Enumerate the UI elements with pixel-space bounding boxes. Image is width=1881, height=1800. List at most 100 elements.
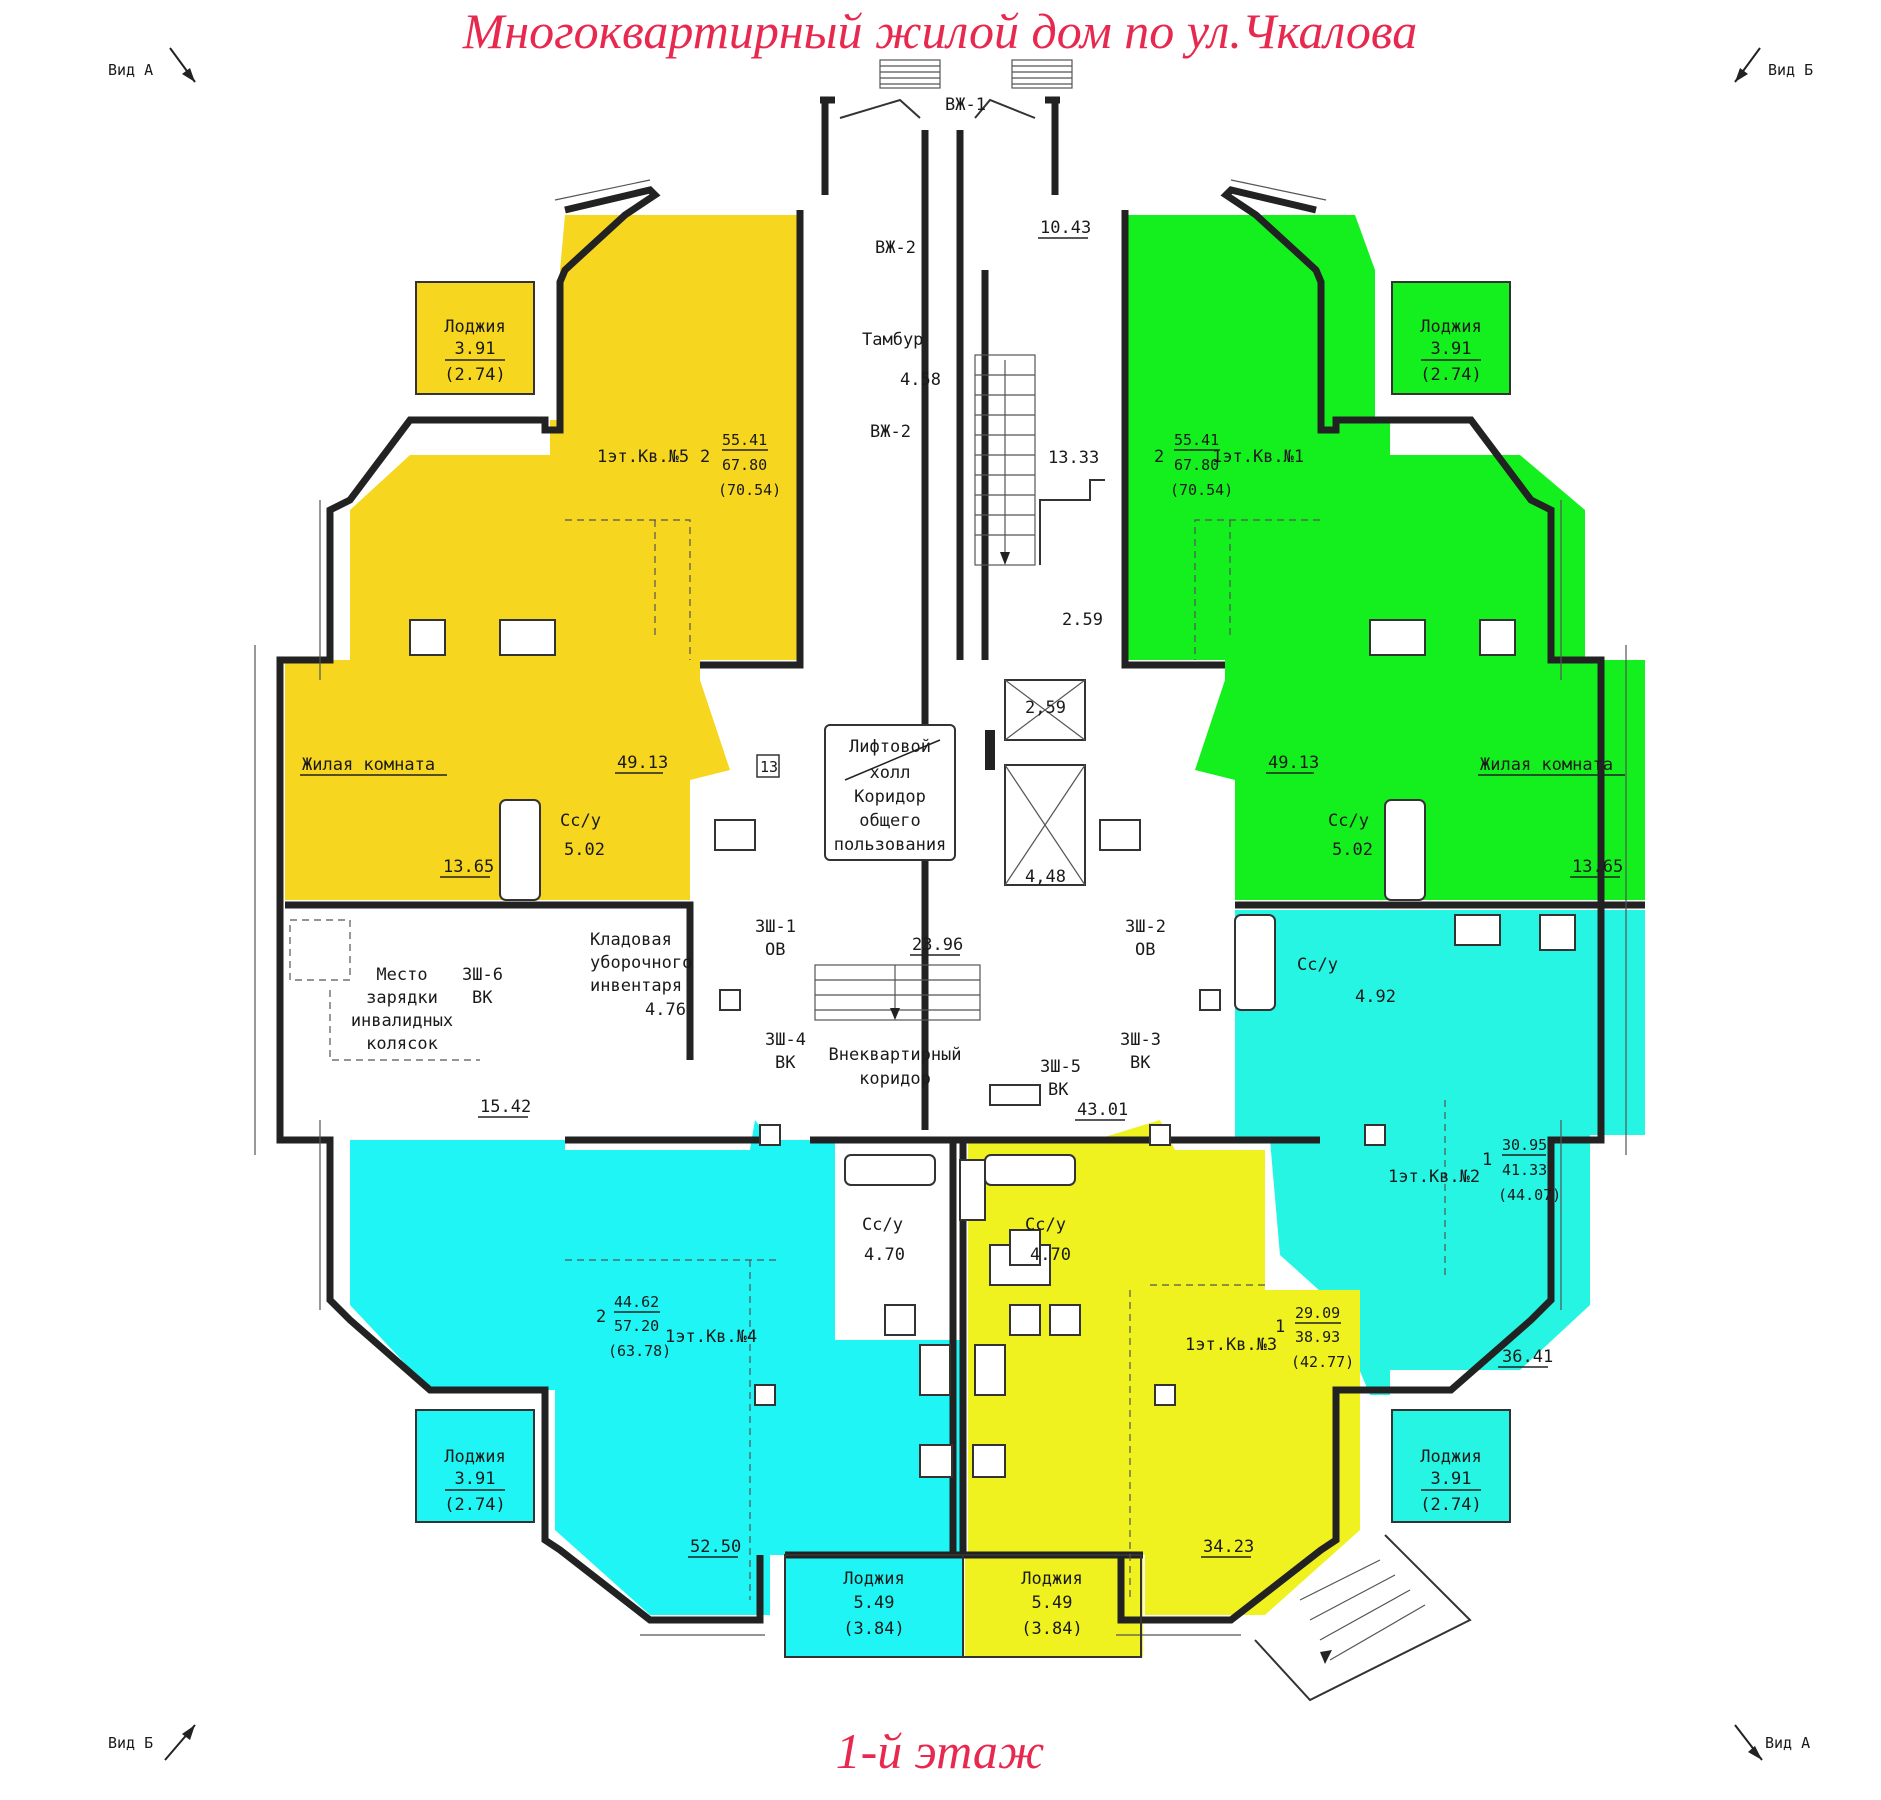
storage-line1: Кладовая: [590, 930, 672, 950]
apartment-4-bottom-loggia: [785, 1555, 963, 1657]
apt4-living: 44.62: [614, 1293, 659, 1311]
apt3-loggia-label: Лоджия: [1021, 1569, 1082, 1589]
shaft-zsh4: ЗШ-4: [765, 1030, 806, 1050]
apt1-total-loggia: (70.54): [1170, 481, 1233, 499]
apt1-bath-label: Сс/у: [1328, 811, 1369, 831]
corridor-line2: коридор: [859, 1069, 931, 1089]
shaft-zsh3-sub: ВК: [1130, 1053, 1151, 1073]
shaft-zsh2: ЗШ-2: [1125, 917, 1166, 937]
apt2-total-loggia: (44.07): [1498, 1186, 1561, 1204]
apt1-room-area: 49.13: [1268, 753, 1319, 773]
apt2-name: 1эт.Кв.№2: [1388, 1167, 1480, 1187]
view-marker-top-right: Вид Б: [1734, 47, 1813, 83]
apt5-loggia-area: 3.91: [455, 339, 496, 359]
wheelchair-line2: зарядки: [366, 988, 438, 1008]
apt1-room-area-2: 13.65: [1572, 857, 1623, 877]
apt2-loggia-area: 3.91: [1431, 1469, 1472, 1489]
apt5-room-label: Жилая комната: [302, 755, 435, 775]
apt4-side-loggia-reduced: (2.74): [444, 1495, 505, 1515]
apt5-loggia-reduced: (2.74): [444, 365, 505, 385]
apt1-loggia-label: Лоджия: [1420, 317, 1481, 337]
hall-label-line1: Лифтовой: [849, 737, 931, 757]
apt1-loggia-area: 3.91: [1431, 339, 1472, 359]
wheelchair-line1: Место: [376, 965, 427, 985]
apt4-rooms: 2: [596, 1307, 606, 1327]
view-marker-bottom-left: Вид Б: [108, 1724, 196, 1761]
stair-area: 13.33: [1048, 448, 1099, 468]
exterior-stair: [1254, 1534, 1472, 1702]
apt5-rooms: 2: [700, 447, 710, 467]
apt4-bottom-loggia-area: 5.49: [854, 1593, 895, 1613]
hall-label-line2: холл: [870, 763, 911, 783]
hall-label-line3: Коридор: [854, 787, 926, 807]
shaft-zsh1-sub: ОВ: [765, 940, 785, 960]
apt1-room-label: Жилая комната: [1480, 755, 1613, 775]
entrance-porch: [839, 59, 1073, 119]
lift-shafts: [985, 679, 1086, 886]
apt5-bath-area: 5.02: [564, 840, 605, 860]
apt4-bottom-loggia-reduced: (3.84): [843, 1619, 904, 1639]
svg-text:Вид А: Вид А: [108, 61, 153, 79]
apt2-loggia-reduced: (2.74): [1420, 1495, 1481, 1515]
apartment-1-area: [1125, 215, 1645, 900]
stair-small-area: 2.59: [1062, 610, 1103, 630]
door-label-vzh2-bottom: ВЖ-2: [870, 422, 911, 442]
lift-shaft-b-area: 4,48: [1025, 867, 1066, 887]
hall-label-line5: пользования: [834, 835, 947, 855]
porch-area: 10.43: [1040, 218, 1091, 238]
apt4-total: 57.20: [614, 1317, 659, 1335]
apt2-rooms: 1: [1482, 1150, 1492, 1170]
apt5-total-loggia: (70.54): [718, 481, 781, 499]
vestibule-area: 4.58: [900, 370, 941, 390]
apt5-total: 67.80: [722, 456, 767, 474]
lobby-area: 23.96: [912, 935, 963, 955]
lift-shaft-a-area: 2,59: [1025, 698, 1066, 718]
apt2-bath-area: 4.92: [1355, 987, 1396, 1007]
apt3-bath-label: Сс/у: [1025, 1215, 1066, 1235]
vestibule-label: Тамбур: [862, 330, 923, 350]
view-marker-bottom-right: Вид А: [1734, 1724, 1810, 1761]
apt5-loggia-label: Лоджия: [444, 317, 505, 337]
hall-tag: 13: [760, 758, 778, 776]
svg-text:Вид А: Вид А: [1765, 1734, 1810, 1752]
apt4-bath-label: Сс/у: [862, 1215, 903, 1235]
apt5-bath-label: Сс/у: [560, 811, 601, 831]
hall-label-line4: общего: [859, 811, 920, 831]
apt5-name: 1эт.Кв.№5: [597, 447, 689, 467]
apt2-living: 30.95: [1502, 1136, 1547, 1154]
apt4-bottom-loggia-label: Лоджия: [843, 1569, 904, 1589]
apt3-living: 29.09: [1295, 1304, 1340, 1322]
wheelchair-line4: колясок: [366, 1034, 438, 1054]
wheelchair-area: 15.42: [480, 1097, 531, 1117]
apt4-room-area: 52.50: [690, 1537, 741, 1557]
apartment-4-area: [350, 1120, 960, 1640]
dashed-guides: [289, 519, 1446, 1600]
apt1-name: 1эт.Кв.№1: [1212, 447, 1304, 467]
apartment-5-area: [285, 215, 800, 900]
door-label-vzh2-top: ВЖ-2: [875, 238, 916, 258]
outline-offset: [254, 179, 1627, 1636]
hall-label-box: [824, 724, 956, 861]
storage-area: 4.76: [645, 1000, 686, 1020]
shaft-zsh6-sub: ВК: [472, 988, 493, 1008]
shaft-zsh4-sub: ВК: [775, 1053, 796, 1073]
svg-text:Вид Б: Вид Б: [108, 1734, 153, 1752]
apartment-3-area: [968, 1120, 1360, 1640]
shaft-zsh3: ЗШ-3: [1120, 1030, 1161, 1050]
view-marker-top-left: Вид А: [108, 47, 196, 83]
apartment-2-area: [1235, 910, 1645, 1395]
bath-fixtures: [409, 619, 1576, 1478]
apt4-name: 1эт.Кв.№4: [665, 1327, 757, 1347]
apt1-living: 55.41: [1174, 431, 1219, 449]
apt4-bath-area: 4.70: [864, 1245, 905, 1265]
corridor-steps: [814, 964, 981, 1021]
apt1-rooms: 2: [1154, 447, 1164, 467]
apt4-side-loggia-area: 3.91: [455, 1469, 496, 1489]
apt5-room-area-2: 13.65: [443, 857, 494, 877]
apt2-room-area: 36.41: [1502, 1347, 1553, 1367]
apartment-3-loggia: [965, 1555, 1143, 1657]
apt1-loggia-reduced: (2.74): [1420, 365, 1481, 385]
apt3-total: 38.93: [1295, 1328, 1340, 1346]
shaft-zsh2-sub: ОВ: [1135, 940, 1155, 960]
shaft-zsh1: ЗШ-1: [755, 917, 796, 937]
